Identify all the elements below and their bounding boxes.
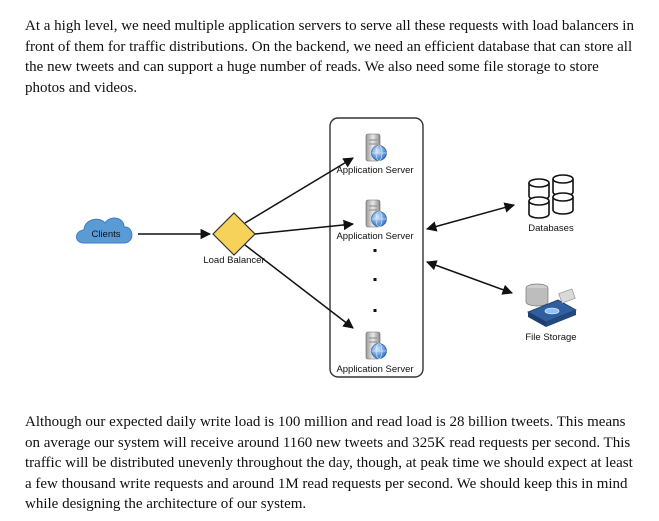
server-globe-icon <box>365 133 387 162</box>
database-icon <box>528 174 574 219</box>
app-server-label-3: Application Server <box>336 364 413 375</box>
load-paragraph: Although our expected daily write load i… <box>25 414 633 512</box>
arrow-lb-to-server-1 <box>244 157 354 224</box>
file-storage-icon <box>525 283 577 327</box>
intro-paragraph: At a high level, we need multiple applic… <box>25 18 634 96</box>
clients-label: Clients <box>91 229 120 240</box>
file-storage-label: File Storage <box>525 332 576 343</box>
app-server-label-2: Application Server <box>336 231 413 242</box>
diamond-icon <box>212 212 256 256</box>
server-globe-icon <box>365 199 387 228</box>
server-globe-icon <box>365 331 387 360</box>
ellipsis-dot <box>373 309 377 312</box>
ellipsis-dot <box>373 278 377 281</box>
cloud-icon <box>76 217 133 244</box>
load-balancer-label: Load Balancer <box>203 255 264 266</box>
ellipsis-dot <box>373 249 377 252</box>
arrow-server-databases <box>425 202 516 232</box>
databases-label: Databases <box>528 223 574 234</box>
arrow-lb-to-server-2 <box>254 219 355 235</box>
app-server-group-box <box>329 117 424 378</box>
app-server-label-1: Application Server <box>336 165 413 176</box>
arrow-lb-to-server-3 <box>244 244 354 329</box>
arrow-server-file-storage <box>426 260 513 295</box>
